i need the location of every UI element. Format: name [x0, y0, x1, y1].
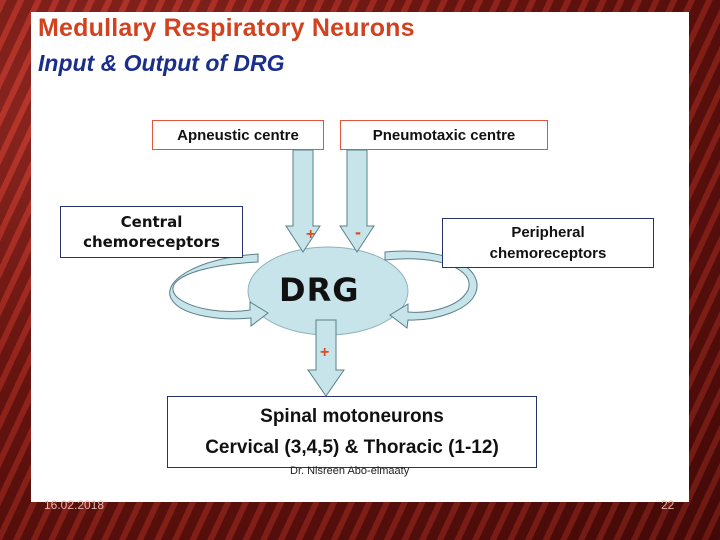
peripheral-chemoreceptors-label-line1: Peripheral [511, 224, 585, 241]
peripheral-chemoreceptors-box: Peripheral chemoreceptors [442, 218, 654, 268]
pneumotaxic-inhibitory-sign: - [355, 222, 361, 242]
apneustic-input-arrow [285, 149, 321, 253]
spinal-motoneurons-box: Spinal motoneurons Cervical (3,4,5) & Th… [167, 396, 537, 468]
central-chemoreceptors-box: Central chemoreceptors [60, 206, 243, 258]
central-input-arrow [169, 253, 269, 328]
apneustic-centre-label: Apneustic centre [177, 126, 299, 144]
spinal-motoneurons-label: Spinal motoneurons [260, 405, 444, 427]
slide-subtitle: Input & Output of DRG [38, 50, 285, 76]
footer-date: 16.02.2018 [44, 498, 105, 512]
drg-label: DRG [279, 271, 360, 309]
pneumotaxic-centre-box: Pneumotaxic centre [340, 120, 548, 150]
pneumotaxic-centre-label: Pneumotaxic centre [372, 126, 516, 144]
output-arrow [307, 319, 345, 397]
author-credit: Dr. Nisreen Abo-elmaaty [290, 465, 410, 477]
footer-page-number: 22 [661, 498, 675, 512]
slide-title: Medullary Respiratory Neurons [38, 14, 415, 42]
central-chemoreceptors-label-line2: chemoreceptors [83, 233, 220, 251]
apneustic-excitatory-sign: + [306, 226, 316, 243]
output-excitatory-sign: + [320, 344, 330, 361]
spinal-levels-label: Cervical (3,4,5) & Thoracic (1-12) [205, 436, 499, 458]
pneumotaxic-input-arrow [339, 149, 375, 253]
apneustic-centre-box: Apneustic centre [152, 120, 324, 150]
central-chemoreceptors-label-line1: Central [120, 213, 183, 231]
peripheral-chemoreceptors-label-line2: chemoreceptors [489, 245, 607, 262]
